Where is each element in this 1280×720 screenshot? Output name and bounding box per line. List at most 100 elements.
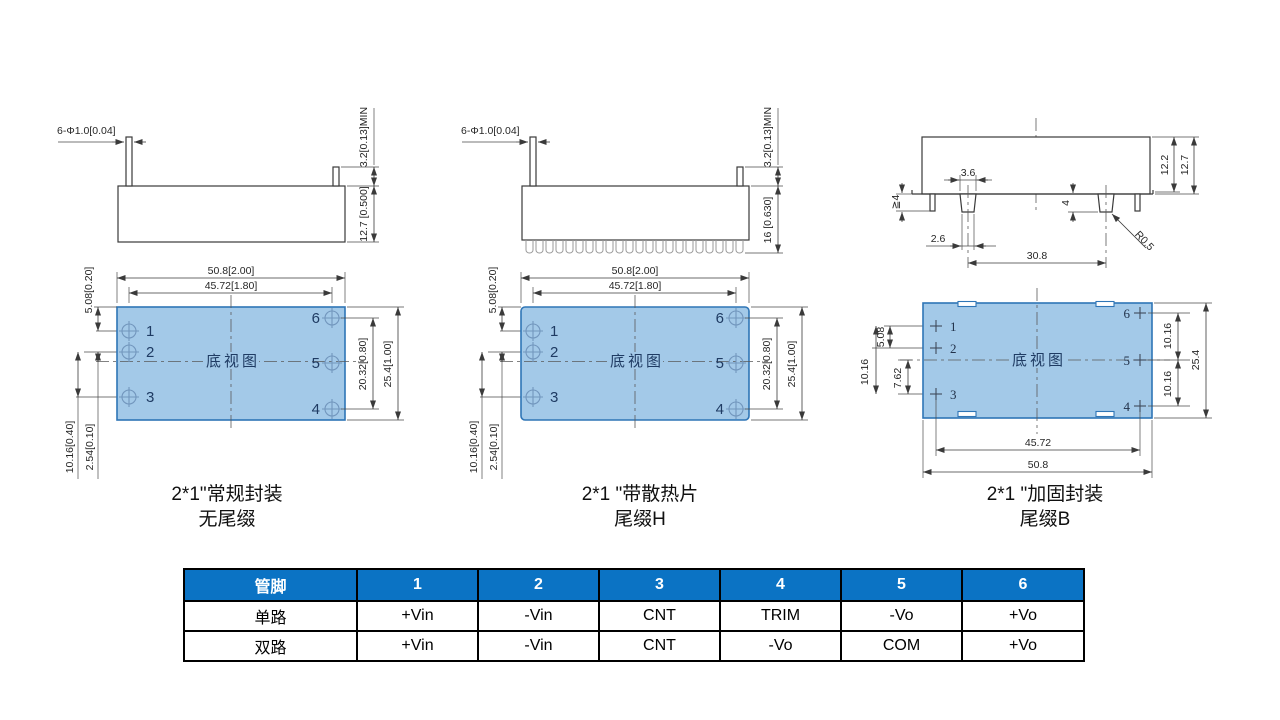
fig1-pin6-number: 6 xyxy=(312,310,320,327)
fig2-pin5-number: 5 xyxy=(716,355,724,372)
fig2-caption: 2*1 "带散热片 尾缀H xyxy=(525,482,755,532)
fig2-bottom-view: 1 2 3 6 5 4 底视图 50.8[2.00] 45.72[1.80] 5… xyxy=(468,265,808,479)
fig3-caption-line2: 尾缀B xyxy=(1019,509,1071,530)
row-label-dual: 双路 xyxy=(183,630,358,662)
single-pin6: +Vo xyxy=(961,600,1085,632)
fig1-caption: 2*1"常规封装 无尾缀 xyxy=(112,482,342,532)
fig1-pin-span-width-label: 45.72[1.80] xyxy=(205,280,258,292)
fig3-pin1-number: 1 xyxy=(950,319,957,334)
pin-table-header-1: 1 xyxy=(356,568,479,602)
row-label-single: 单路 xyxy=(183,600,358,632)
fig1-pin-right xyxy=(332,166,340,187)
fig2-overall-width-label: 50.8[2.00] xyxy=(612,265,659,277)
fig1-caption-line1: 2*1"常规封装 xyxy=(171,484,283,505)
pin-table-header-2: 2 xyxy=(477,568,600,602)
fig3-standoff-bottom-width-label: 2.6 xyxy=(931,233,946,245)
dual-pin4: -Vo xyxy=(719,630,842,662)
fig1-pin-span-height-label: 20.32[0.80] xyxy=(357,338,369,391)
fig1-edge-to-pin-label: 5.08[0.20] xyxy=(83,267,95,314)
fig2-pin-min-length-label: 3.2[0.13]MIN xyxy=(762,107,774,167)
fig1-pin2-number: 2 xyxy=(146,344,154,361)
fig1-pin3-number: 3 xyxy=(146,389,154,406)
fig2-caption-line1: 2*1 "带散热片 xyxy=(581,484,699,505)
pin-table-header-4: 4 xyxy=(719,568,842,602)
pin-function-table: 管脚 1 2 3 4 5 6 单路 +Vin -Vin CNT TRIM -Vo… xyxy=(183,568,1085,662)
fig3-pin2-number: 2 xyxy=(950,341,957,356)
fig3-standoff-span-label: 30.8 xyxy=(1027,250,1048,262)
fig3-overall-height-label: 25.4 xyxy=(1190,350,1202,371)
fig3-left-dim3-label: 7.62 xyxy=(892,368,904,389)
fig3-left-dim2-label: 10.16 xyxy=(859,359,871,385)
dual-pin6: +Vo xyxy=(961,630,1085,662)
single-pin5: -Vo xyxy=(840,600,963,632)
fig1-center-offset-label: 2.54[0.10] xyxy=(84,424,96,471)
fig1-pin4-number: 4 xyxy=(312,401,320,418)
fig1-pin-left xyxy=(125,136,133,187)
single-pin1: +Vin xyxy=(356,600,479,632)
fig2-pin6-number: 6 xyxy=(716,310,724,327)
fig2-pin-span-height-label: 20.32[0.80] xyxy=(761,338,773,391)
pin-table-row-dual: 双路 +Vin -Vin CNT -Vo COM +Vo xyxy=(183,630,1085,662)
fig2-pin2-number: 2 xyxy=(550,344,558,361)
fig1-bottom-view: 1 2 3 6 5 4 底视图 50.8[2.00] 45.72[1.80] 5… xyxy=(64,265,404,479)
fig3-left-dim1-label: 5.08 xyxy=(875,327,887,348)
fig1-bottom-view-label: 底视图 xyxy=(206,353,260,370)
fig2-caption-line2: 尾缀H xyxy=(614,509,666,530)
fig3-pin-right xyxy=(1134,193,1141,212)
single-pin3: CNT xyxy=(598,600,721,632)
drawing-canvas: 6-Φ1.0[0.04] 3.2[0.13]MIN 12.7 [0.500] 1… xyxy=(57,107,1212,479)
single-pin2: -Vin xyxy=(477,600,600,632)
fig3-inner-height-label: 12.2 xyxy=(1159,155,1171,176)
pin-table-header-5: 5 xyxy=(840,568,963,602)
fig2-pin-left xyxy=(529,136,537,187)
fig3-bottom-view: 1 2 3 6 5 4 底视图 5.08 10.16 7.62 10.16 10… xyxy=(859,288,1212,478)
fig3-pin4-number: 4 xyxy=(1124,399,1131,414)
fig2-heatsink-fins xyxy=(525,240,744,254)
pin-table-row-single: 单路 +Vin -Vin CNT TRIM -Vo +Vo xyxy=(183,600,1085,632)
fig1-caption-line2: 无尾缀 xyxy=(198,509,256,530)
fig2-pin3-number: 3 xyxy=(550,389,558,406)
fig3-pin3-number: 3 xyxy=(950,387,957,402)
fig2-side-view: 6-Φ1.0[0.04] 3.2[0.13]MIN 16 [0.630] xyxy=(461,107,783,254)
fig1-side-view: 6-Φ1.0[0.04] 3.2[0.13]MIN 12.7 [0.500] xyxy=(57,107,379,243)
fig1-pin1-number: 1 xyxy=(146,323,154,340)
fig3-side-view: 3.6 2.6 ≧4 4 30.8 R0.5 12.2 12.7 xyxy=(890,118,1199,268)
fig2-pin-pitch-label: 10.16[0.40] xyxy=(468,421,480,474)
fig2-overall-height-label: 25.4[1.00] xyxy=(786,341,798,388)
fig3-caption-line1: 2*1 "加固封装 xyxy=(986,484,1104,505)
fig1-pin-diameter-label: 6-Φ1.0[0.04] xyxy=(57,125,116,137)
fig2-pin-span-width-label: 45.72[1.80] xyxy=(609,280,662,292)
fig3-right-dim2-label: 10.16 xyxy=(1162,371,1174,397)
dual-pin3: CNT xyxy=(598,630,721,662)
fig3-pin6-number: 6 xyxy=(1124,306,1131,321)
fig1-pin-min-length-label: 3.2[0.13]MIN xyxy=(358,107,370,167)
fig1-pin-marks xyxy=(119,308,342,419)
fig2-edge-to-pin-label: 5.08[0.20] xyxy=(487,267,499,314)
fig3-pin5-number: 5 xyxy=(1124,353,1131,368)
fig3-standoff-top-width-label: 3.6 xyxy=(961,167,976,179)
fig2-pin-marks xyxy=(523,308,746,419)
fig2-pin4-number: 4 xyxy=(716,401,724,418)
fig1-body-height-label: 12.7 [0.500] xyxy=(358,186,370,242)
fig3-right-dim1-label: 10.16 xyxy=(1162,323,1174,349)
fig3-overall-width-label: 50.8 xyxy=(1028,459,1049,471)
fig2-center-offset-label: 2.54[0.10] xyxy=(488,424,500,471)
fig1-pin-pitch-label: 10.16[0.40] xyxy=(64,421,76,474)
dual-pin5: COM xyxy=(840,630,963,662)
fig3-bottom-view-label: 底视图 xyxy=(1012,352,1066,369)
fig3-total-height-label: 12.7 xyxy=(1179,155,1191,176)
dual-pin1: +Vin xyxy=(356,630,479,662)
fig2-bottom-view-label: 底视图 xyxy=(610,353,664,370)
pin-table-header-pin: 管脚 xyxy=(183,568,358,602)
fig3-caption: 2*1 "加固封装 尾缀B xyxy=(930,482,1160,532)
fig3-pin-min-length-label: ≧4 xyxy=(890,195,902,210)
fig2-pin1-number: 1 xyxy=(550,323,558,340)
fig3-standoff-height-label: 4 xyxy=(1060,200,1072,206)
fig2-pin-right xyxy=(736,166,744,187)
fig1-overall-width-label: 50.8[2.00] xyxy=(208,265,255,277)
pin-table-header-3: 3 xyxy=(598,568,721,602)
dual-pin2: -Vin xyxy=(477,630,600,662)
fig3-pin-left xyxy=(929,193,936,212)
fig3-radius-label: R0.5 xyxy=(1132,229,1156,254)
